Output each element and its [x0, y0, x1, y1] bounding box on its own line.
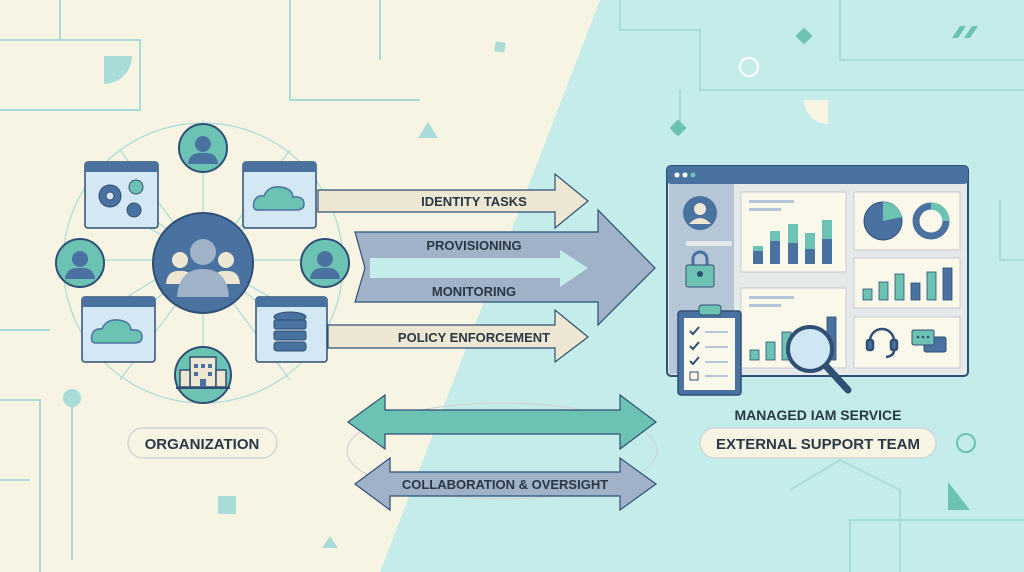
clipboard-checklist-icon [677, 304, 742, 396]
cloud-window-bottom [81, 296, 156, 363]
user-avatar-top [178, 123, 228, 173]
chat-icon [911, 329, 947, 353]
decorative-shapes [63, 26, 978, 548]
organization-group-avatar [152, 212, 254, 314]
gears-icon [98, 179, 144, 218]
external-support-team-badge: EXTERNAL SUPPORT TEAM [699, 427, 937, 459]
user-avatar-right [300, 238, 350, 288]
organization-label: ORGANIZATION [145, 436, 260, 453]
external-support-team-label: EXTERNAL SUPPORT TEAM [716, 436, 920, 453]
database-window [255, 296, 328, 363]
collaboration-arrow-slate: COLLABORATION & OVERSIGHT [353, 456, 658, 512]
cloud-window-top [242, 161, 317, 229]
database-icon [273, 311, 307, 352]
headset-icon [865, 327, 899, 359]
policy-enforcement-arrow: POLICY ENFORCEMENT [327, 308, 589, 364]
identity-tasks-label: IDENTITY TASKS [421, 194, 527, 209]
organization-badge: ORGANIZATION [127, 427, 278, 459]
building-icon [174, 346, 232, 404]
collaboration-loop [346, 402, 658, 500]
managed-iam-service-title: MANAGED IAM SERVICE [735, 407, 902, 423]
monitoring-label: MONITORING [432, 284, 516, 299]
pie-chart-icon [863, 201, 903, 241]
identity-tasks-arrow: IDENTITY TASKS [317, 172, 589, 230]
donut-chart-icon [912, 202, 950, 240]
provisioning-monitoring-arrow: PROVISIONING MONITORING [354, 208, 656, 327]
gears-window [84, 161, 159, 229]
user-icon [683, 196, 717, 230]
lock-icon [685, 250, 715, 288]
collaboration-label: COLLABORATION & OVERSIGHT [402, 477, 608, 492]
provisioning-label: PROVISIONING [426, 238, 521, 253]
user-avatar-left [55, 238, 105, 288]
collaboration-arrow-teal [346, 393, 657, 451]
policy-enforcement-label: POLICY ENFORCEMENT [398, 330, 550, 345]
magnifier-icon [786, 325, 852, 394]
